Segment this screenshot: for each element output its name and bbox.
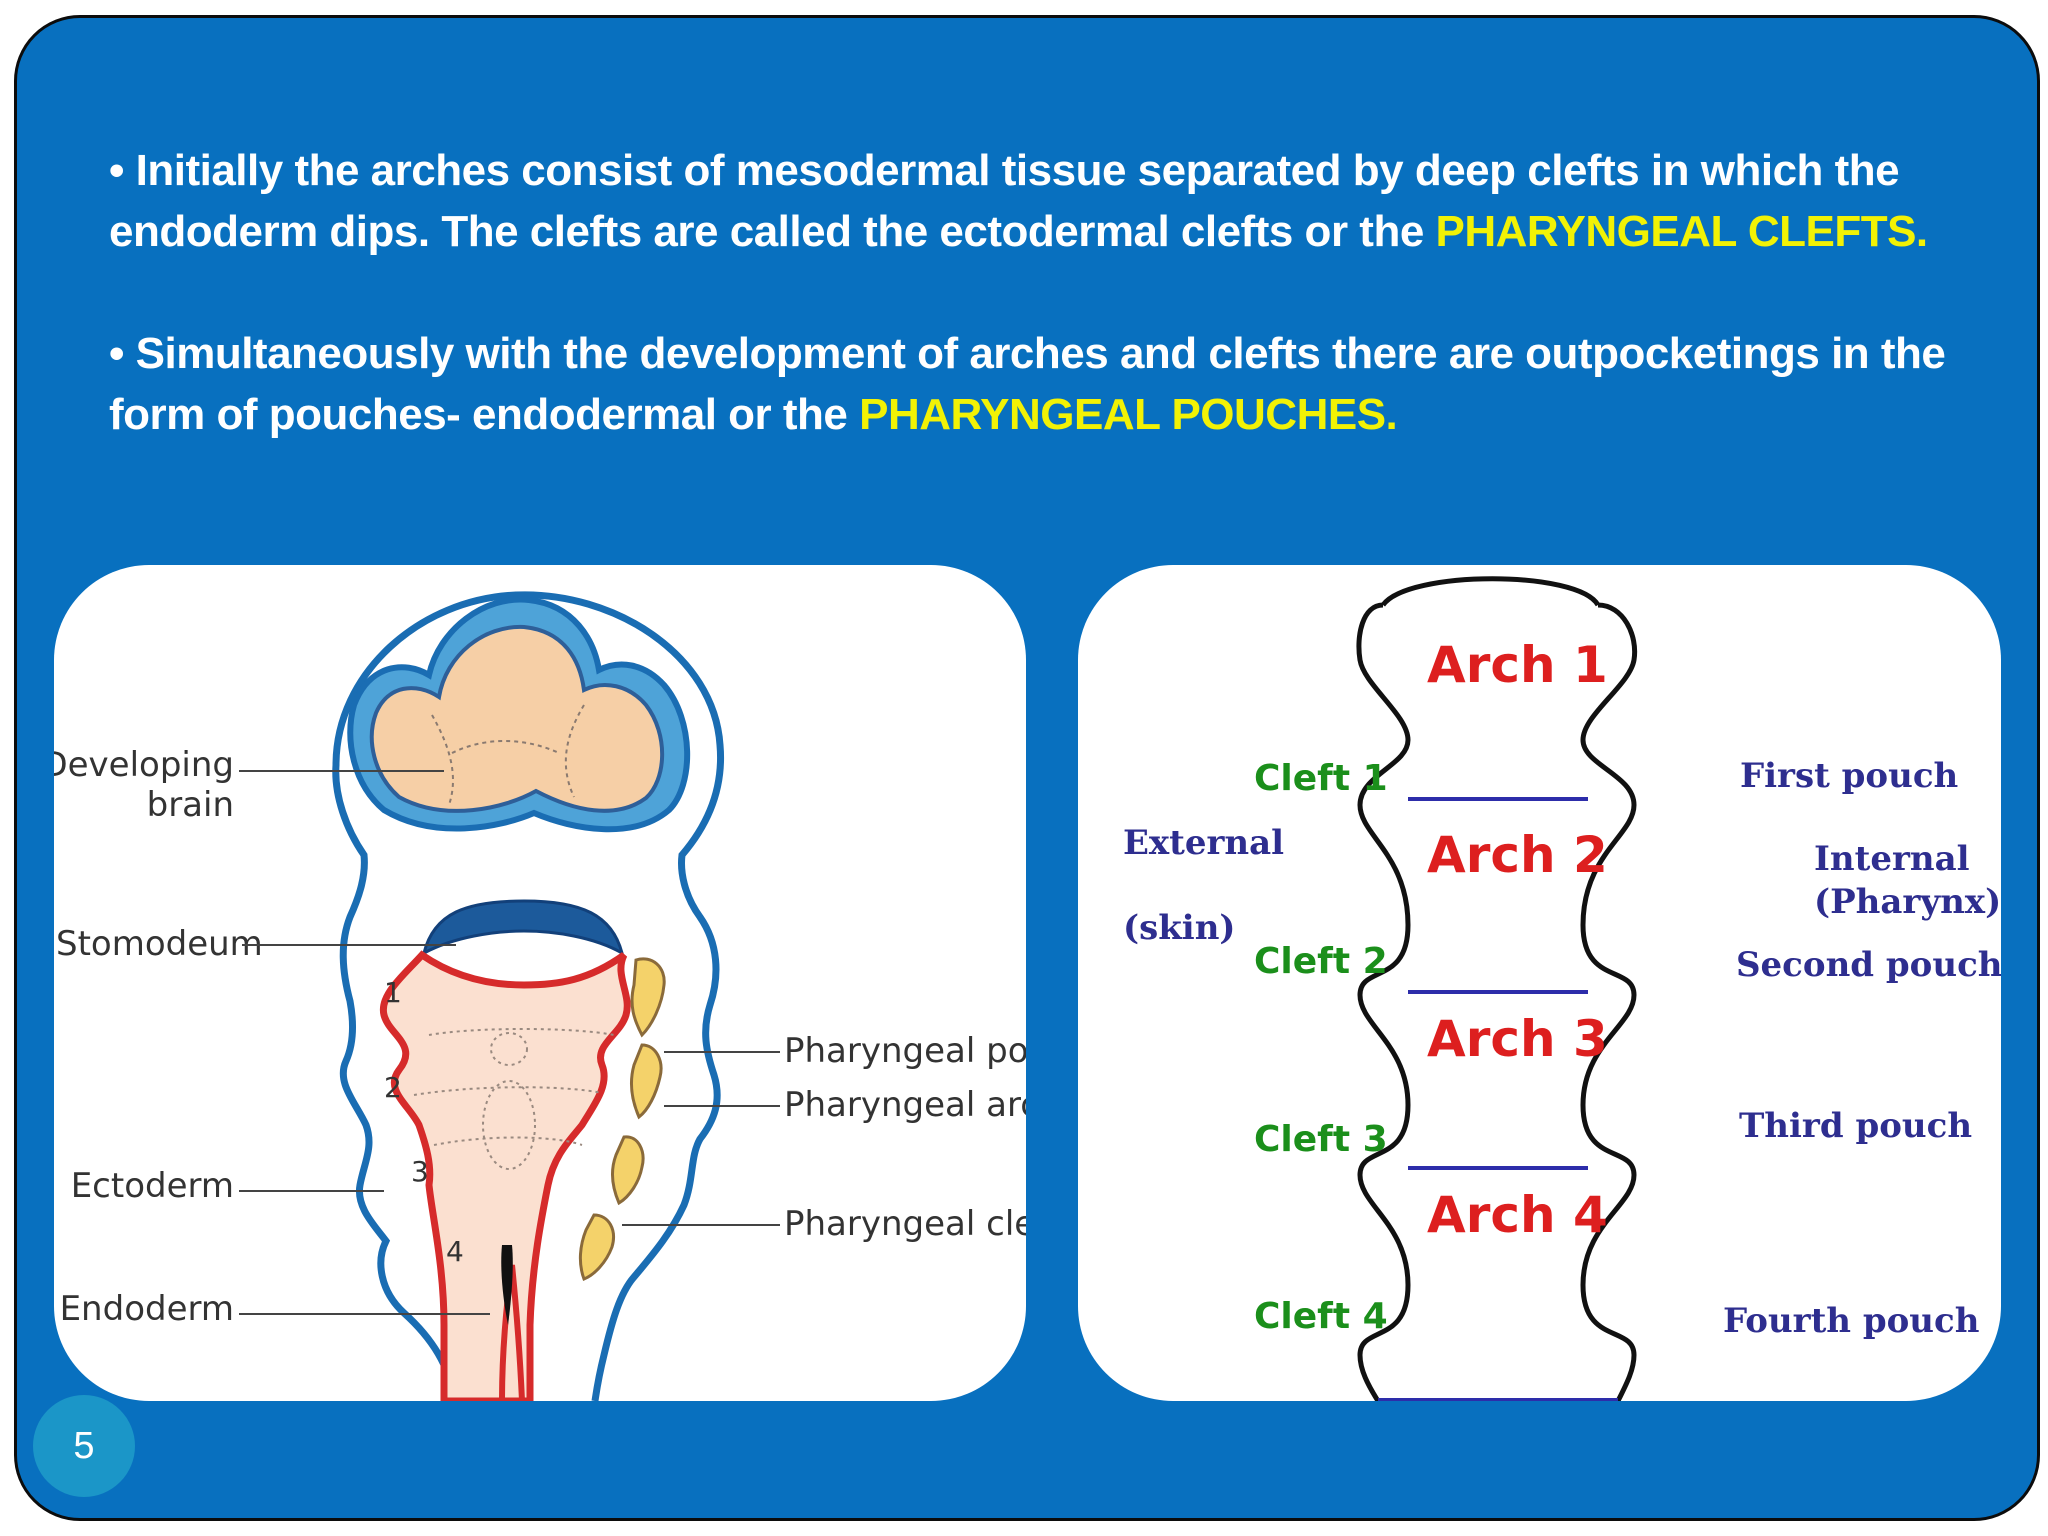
arch-schematic-panel: Arch 1 Arch 2 Arch 3 Arch 4 Cleft 1 Clef… — [1078, 565, 2001, 1401]
cleft-2-label: Cleft 2 — [1254, 941, 1388, 982]
label-endoderm: Endoderm — [60, 1289, 234, 1329]
arch-dividers — [1378, 797, 1618, 1401]
pharynx-label: (Pharynx) — [1814, 882, 2001, 922]
pharyngeal-pouch-shapes — [578, 957, 666, 1281]
arch-2-label: Arch 2 — [1427, 826, 1608, 884]
page-number-badge: 5 — [33, 1395, 135, 1497]
cleft-1-label: Cleft 1 — [1254, 758, 1388, 799]
bullet-1-text: • Initially the arches consist of mesode… — [109, 146, 1900, 256]
embryo-diagram-panel: Developing brain Stomodeum Ectoderm Endo… — [54, 565, 1026, 1401]
arch-number-2: 2 — [384, 1071, 402, 1104]
cleft-4-label: Cleft 4 — [1254, 1296, 1388, 1337]
arch-number-1: 1 — [384, 976, 402, 1009]
slide: • Initially the arches consist of mesode… — [14, 15, 2040, 1521]
internal-label: Internal — [1814, 839, 1970, 879]
bullet-2-highlight: PHARYNGEAL POUCHES. — [859, 390, 1398, 439]
bullet-1-highlight: PHARYNGEAL CLEFTS. — [1435, 207, 1929, 256]
first-pouch-label: First pouch — [1740, 756, 1958, 796]
leader-lines — [239, 770, 780, 1315]
skin-label: (skin) — [1123, 908, 1236, 948]
arch-3-label: Arch 3 — [1427, 1010, 1608, 1068]
embryo-diagram: Developing brain Stomodeum Ectoderm Endo… — [54, 591, 1026, 1401]
label-pharyngeal-pouch: Pharyngeal pouch — [784, 1031, 1026, 1071]
label-developing: Developing — [54, 745, 234, 785]
arch-number-4: 4 — [446, 1235, 464, 1268]
label-stomodeum: Stomodeum — [56, 924, 263, 964]
label-brain: brain — [147, 785, 234, 825]
bullet-2: • Simultaneously with the development of… — [109, 323, 1969, 445]
developing-brain-shape — [369, 624, 665, 813]
bullet-list: • Initially the arches consist of mesode… — [109, 140, 1969, 445]
cleft-3-label: Cleft 3 — [1254, 1119, 1388, 1160]
arch-1-label: Arch 1 — [1427, 636, 1608, 694]
arch-schematic: Arch 1 Arch 2 Arch 3 Arch 4 Cleft 1 Clef… — [1123, 576, 2001, 1401]
outer-ectoderm-outline — [332, 591, 725, 1401]
schematic-left-outline — [1356, 602, 1411, 1401]
bullet-2-text: • Simultaneously with the development of… — [109, 329, 1946, 439]
bullet-1: • Initially the arches consist of mesode… — [109, 140, 1969, 262]
third-pouch-label: Third pouch — [1739, 1106, 1972, 1146]
label-ectoderm: Ectoderm — [71, 1166, 234, 1206]
arch-4-label: Arch 4 — [1427, 1186, 1608, 1244]
arch-number-3: 3 — [411, 1155, 429, 1188]
schematic-right-outline — [1580, 602, 1638, 1401]
label-pharyngeal-arch: Pharyngeal arch — [784, 1085, 1026, 1125]
pharynx-body — [379, 950, 631, 1401]
external-label: External — [1123, 823, 1284, 863]
fourth-pouch-label: Fourth pouch — [1723, 1301, 1979, 1341]
label-pharyngeal-cleft: Pharyngeal cleft — [784, 1204, 1026, 1244]
second-pouch-label: Second pouch — [1736, 945, 2001, 985]
